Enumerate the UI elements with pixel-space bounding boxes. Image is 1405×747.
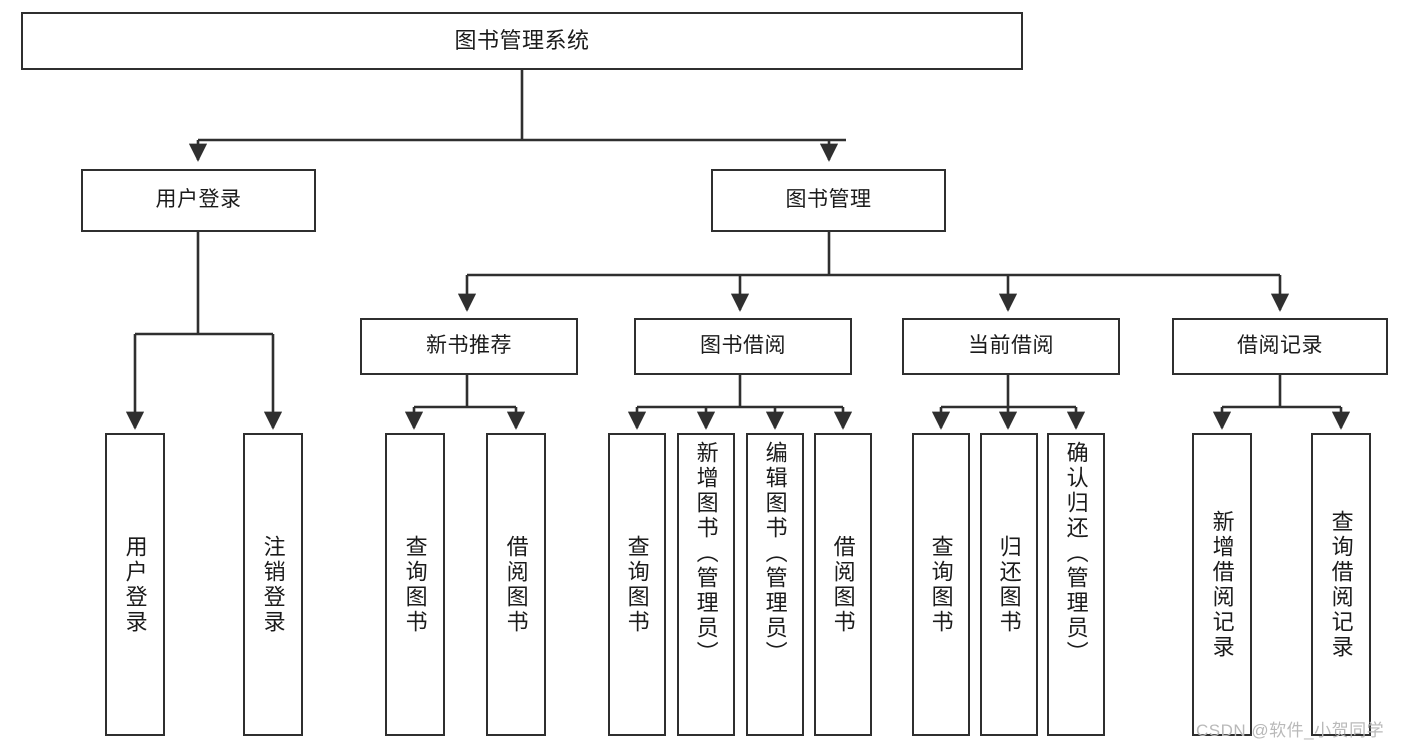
leaf-record-query-borrow-record[interactable]: 查询借阅记录 [1311, 433, 1371, 736]
node-label: 新书推荐 [426, 334, 512, 358]
node-label: 借阅图书 [830, 534, 856, 635]
node-label: 查询图书 [928, 534, 954, 635]
node-label: 用户登录 [155, 188, 242, 212]
node-book-borrow[interactable]: 图书借阅 [634, 318, 852, 375]
node-label: 查询图书 [402, 534, 428, 635]
node-label: 查询图书 [624, 534, 650, 635]
node-borrow-record[interactable]: 借阅记录 [1172, 318, 1388, 375]
node-new-book-recommend[interactable]: 新书推荐 [360, 318, 578, 375]
node-label: 确认归还（管理员） [1063, 441, 1089, 666]
node-book-management[interactable]: 图书管理 [711, 169, 946, 232]
leaf-recommend-borrow-book[interactable]: 借阅图书 [486, 433, 546, 736]
node-label: 当前借阅 [968, 334, 1054, 358]
leaf-borrow-borrow-book[interactable]: 借阅图书 [814, 433, 872, 736]
node-label: 用户登录 [122, 534, 148, 635]
node-current-borrow[interactable]: 当前借阅 [902, 318, 1120, 375]
node-label: 注销登录 [260, 534, 286, 635]
node-label: 新增借阅记录 [1209, 509, 1235, 660]
leaf-user-login[interactable]: 用户登录 [105, 433, 165, 736]
leaf-user-logout[interactable]: 注销登录 [243, 433, 303, 736]
leaf-record-add-borrow-record[interactable]: 新增借阅记录 [1192, 433, 1252, 736]
node-user-login[interactable]: 用户登录 [81, 169, 316, 232]
node-label: 归还图书 [996, 534, 1022, 635]
leaf-current-query-book[interactable]: 查询图书 [912, 433, 970, 736]
node-label: 编辑图书（管理员） [762, 441, 788, 666]
node-label: 查询借阅记录 [1328, 509, 1354, 660]
leaf-borrow-edit-book-admin[interactable]: 编辑图书（管理员） [746, 433, 804, 736]
leaf-current-confirm-return-admin[interactable]: 确认归还（管理员） [1047, 433, 1105, 736]
leaf-borrow-query-book[interactable]: 查询图书 [608, 433, 666, 736]
node-label: 借阅记录 [1237, 334, 1323, 358]
node-label: 新增图书（管理员） [693, 441, 719, 666]
node-label: 图书借阅 [700, 334, 786, 358]
node-label: 图书管理 [785, 188, 872, 212]
leaf-borrow-add-book-admin[interactable]: 新增图书（管理员） [677, 433, 735, 736]
node-label: 借阅图书 [503, 534, 529, 635]
node-root-system[interactable]: 图书管理系统 [21, 12, 1023, 70]
leaf-recommend-query-book[interactable]: 查询图书 [385, 433, 445, 736]
leaf-current-return-book[interactable]: 归还图书 [980, 433, 1038, 736]
node-label: 图书管理系统 [454, 28, 590, 54]
